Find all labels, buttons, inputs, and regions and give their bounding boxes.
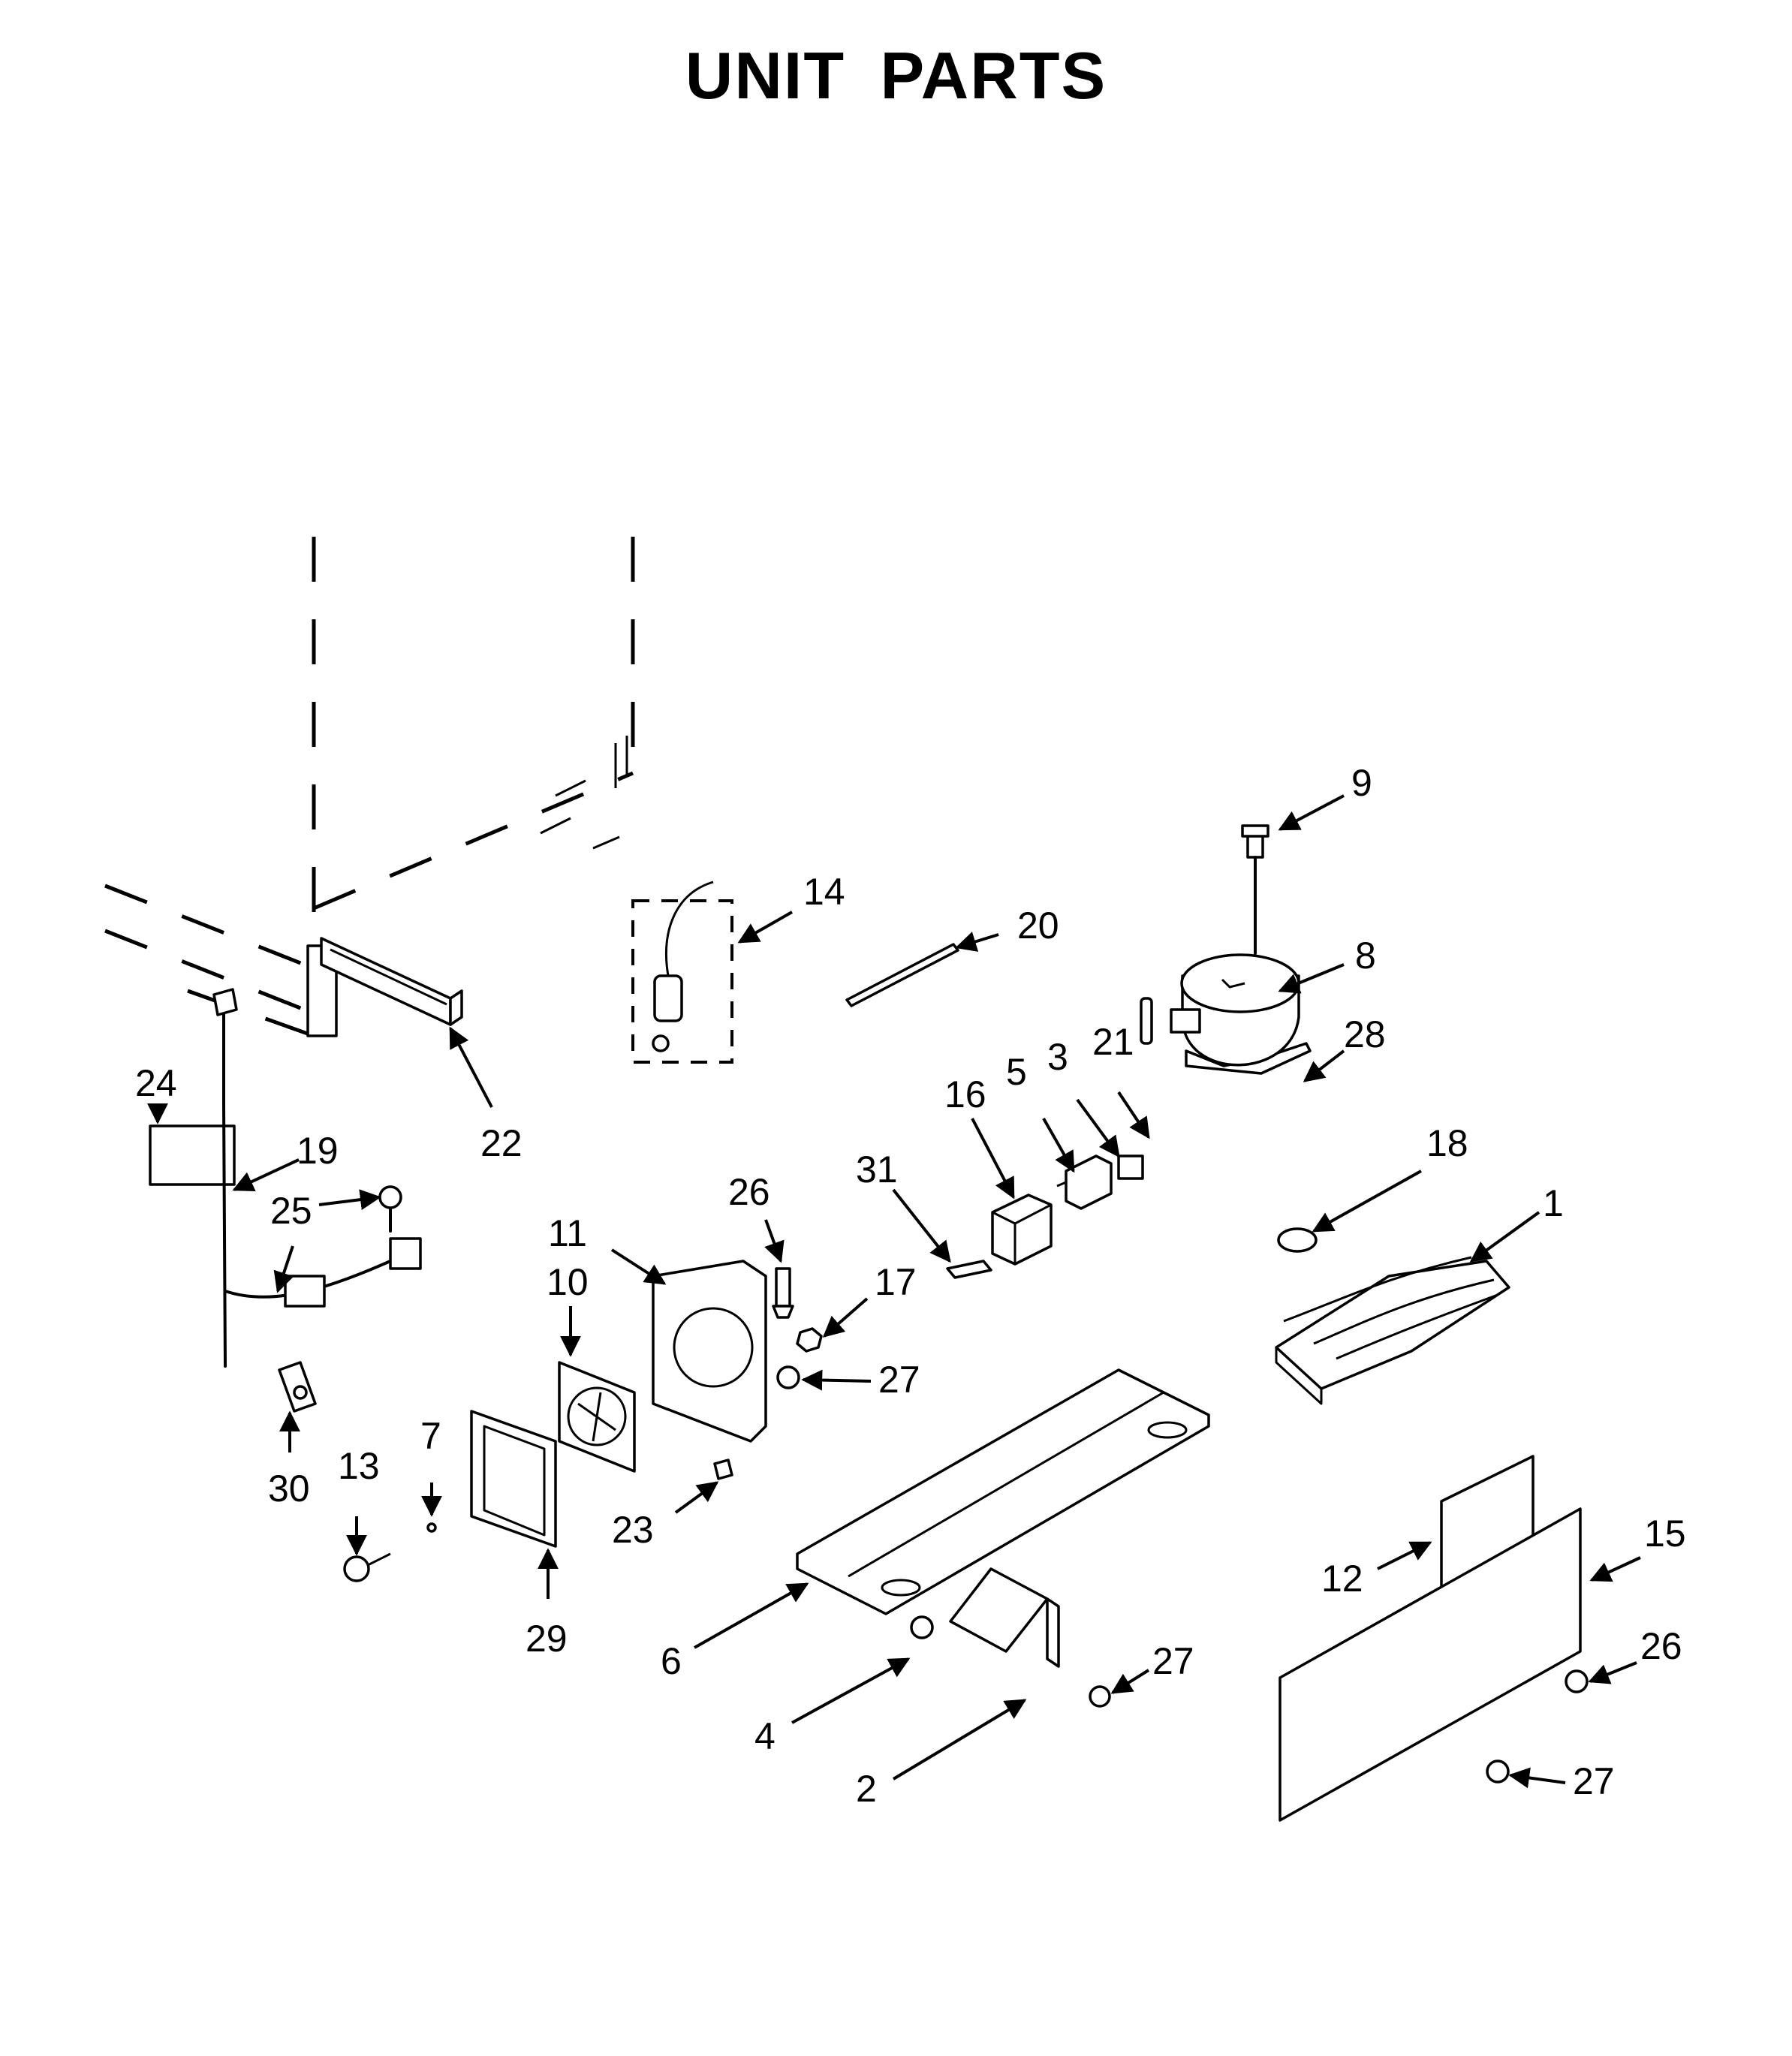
- callout-13: 13: [338, 1445, 380, 1487]
- callout-8: 8: [1355, 935, 1376, 977]
- part-26-screw-upper: [772, 1267, 794, 1319]
- callout-12: 12: [1321, 1558, 1363, 1600]
- callout-29: 29: [526, 1618, 568, 1660]
- part-9-bolt: [1241, 824, 1269, 955]
- callout-22: 22: [480, 1122, 523, 1164]
- part-17-nut: [796, 1327, 823, 1353]
- callout-4: 4: [754, 1715, 776, 1757]
- part-20-rod: [845, 943, 959, 1007]
- part-31-clip: [946, 1260, 992, 1279]
- diagram-title: UNIT PARTS: [685, 38, 1107, 113]
- callout-20: 20: [1017, 905, 1059, 947]
- callout-25: 25: [270, 1190, 312, 1232]
- part-18-grommet: [1277, 1227, 1318, 1253]
- callout-21: 21: [1092, 1021, 1134, 1063]
- part-27-screw-fan: [776, 1365, 800, 1389]
- callout-16: 16: [944, 1073, 986, 1115]
- callout-26-cover: 26: [1640, 1625, 1682, 1667]
- callout-2: 2: [856, 1768, 877, 1810]
- callout-5: 5: [1006, 1051, 1027, 1093]
- callout-17: 17: [875, 1261, 917, 1303]
- callout-6: 6: [661, 1640, 682, 1682]
- callout-31: 31: [856, 1148, 898, 1191]
- part-3-cover: [1117, 1154, 1144, 1180]
- part-11-bracket: [652, 1260, 767, 1443]
- callout-labels: 9 8 28 21 3 5 16 31 18 1 20 14 22 24 19 …: [135, 762, 1686, 1810]
- callout-14: 14: [803, 871, 845, 913]
- callout-26-upper: 26: [728, 1171, 770, 1213]
- part-13-screw: [343, 1552, 391, 1582]
- part-14-capacitor: [631, 880, 733, 1064]
- callout-23: 23: [612, 1509, 654, 1551]
- callout-11: 11: [548, 1212, 587, 1254]
- part-4-screw: [910, 1615, 934, 1639]
- part-6-base-rail: [796, 1368, 1210, 1615]
- callout-1: 1: [1543, 1182, 1564, 1224]
- part-5-relay: [1056, 1154, 1113, 1210]
- part-2-bracket: [949, 1567, 1060, 1668]
- callout-3: 3: [1047, 1036, 1068, 1078]
- part-19-power-cord: [212, 988, 422, 1368]
- callout-28: 28: [1344, 1013, 1386, 1055]
- part-23-clip: [713, 1458, 733, 1480]
- part-25-screw: [378, 1185, 402, 1233]
- part-16-box: [991, 1194, 1053, 1266]
- callout-15: 15: [1644, 1513, 1686, 1555]
- part-1-drain-pan: [1275, 1256, 1510, 1405]
- part-27-screw-cover: [1486, 1759, 1510, 1784]
- part-28-compressor: [1140, 953, 1312, 1075]
- callout-7: 7: [420, 1415, 441, 1457]
- part-7-washer: [426, 1522, 437, 1533]
- callout-27-bracket: 27: [1152, 1640, 1194, 1682]
- callout-30: 30: [268, 1467, 310, 1510]
- callout-27-cover: 27: [1573, 1760, 1615, 1802]
- part-30-bracket: [278, 1361, 317, 1413]
- part-27-screw-bracket: [1089, 1685, 1111, 1708]
- callout-18: 18: [1426, 1122, 1468, 1164]
- callout-19: 19: [297, 1130, 339, 1172]
- part-22-channel: [320, 937, 463, 1026]
- leader-arrows: [147, 794, 1641, 1789]
- callout-9: 9: [1351, 762, 1372, 804]
- callout-27-fan: 27: [878, 1359, 920, 1401]
- callout-10: 10: [547, 1261, 589, 1303]
- part-29-shroud: [470, 1410, 557, 1548]
- callout-24: 24: [135, 1062, 177, 1104]
- part-10-fan: [558, 1361, 636, 1473]
- part-24-label: [149, 1124, 236, 1186]
- part-26-screw-cover: [1565, 1669, 1589, 1693]
- part-15-access-cover: [1278, 1507, 1582, 1822]
